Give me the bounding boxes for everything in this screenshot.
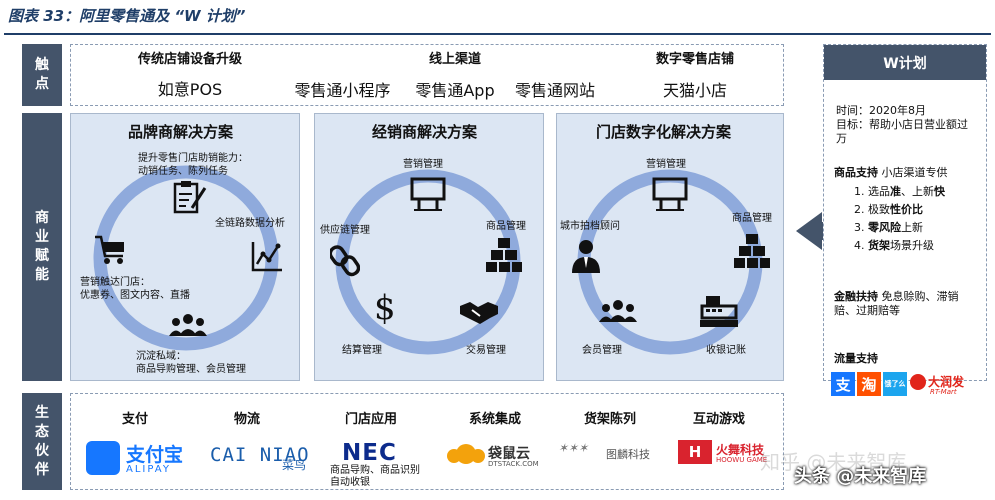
handshake-icon: [460, 302, 498, 324]
wplan-traffic-head: 流量支持: [834, 352, 878, 365]
wplan-product-item-1: 1. 选品准、上新快: [854, 185, 945, 198]
channel-head-digital: 数字零售店铺: [655, 52, 734, 67]
brand-label-bottom-1: 沉淀私域：: [136, 351, 186, 362]
distributor-label-left: 供应链管理: [320, 225, 370, 236]
tulin-logo-cn: 图麟科技: [606, 448, 650, 461]
alipay-small-logo: 支: [831, 372, 855, 396]
cainiao-logo-cn: 菜鸟: [282, 458, 307, 472]
brand-label-top-1: 提升零售门店助销能力：: [138, 153, 248, 164]
chain-link-icon: [330, 245, 360, 277]
distributor-label-bottom-right: 交易管理: [466, 345, 506, 356]
task-clipboard-icon: [173, 181, 207, 214]
dtstack-logo-en: DTSTACK.COM: [488, 460, 539, 468]
eleme-small-logo: 饿了么: [883, 372, 907, 396]
wplan-product-item-2: 2. 极致性价比: [854, 203, 923, 216]
wplan-product-item-3: 3. 零风险上新: [854, 221, 923, 234]
eco-head-shelf: 货架陈列: [583, 412, 636, 427]
eco-head-logistics: 物流: [233, 412, 260, 427]
eco-row: [70, 393, 784, 490]
wplan-finance: 金融扶持 免息赊购、滞销赔、过期赔等: [834, 290, 959, 317]
nec-caption-1: 商品导购、商品识别: [330, 465, 420, 476]
chart-analytics-icon: [251, 242, 282, 272]
dtstack-logo-icon: [447, 444, 485, 464]
side-label-eco: 生态伙伴: [22, 393, 62, 490]
wplan-product-item-4: 4. 货架场景升级: [854, 239, 934, 252]
touch-row: [70, 44, 784, 106]
channel-item-website: 零售通网站: [514, 81, 595, 100]
store-label-bottom-right: 收银记账: [706, 345, 746, 356]
boxes-stack-icon: [486, 238, 522, 272]
huowu-logo-cn: 火舞科技: [716, 443, 765, 457]
brand-label-left-1: 营销触达门店：: [80, 277, 150, 288]
brand-label-bottom-2: 商品导购管理、会员管理: [136, 364, 246, 375]
channel-item-tmall-store: 天猫小店: [662, 81, 727, 100]
huowu-logo-icon: H: [678, 440, 712, 464]
ring-brand: [93, 165, 279, 351]
wplan-product: 商品支持 小店渠道专供: [834, 166, 948, 179]
shopping-cart-icon: [95, 235, 124, 264]
eco-head-integration: 系统集成: [468, 412, 521, 427]
dollar-icon: $: [374, 288, 396, 328]
brand-label-left-2: 优惠券、图文内容、直播: [80, 290, 190, 301]
billboard-icon-store: [652, 177, 688, 211]
distributor-label-bottom-left: 结算管理: [342, 345, 382, 356]
wplan-title: W计划: [824, 45, 986, 80]
eco-head-pay: 支付: [121, 412, 148, 427]
distributor-title: 经销商解决方案: [372, 123, 478, 141]
wplan-time: 时间：2020年8月: [836, 104, 926, 117]
brand-label-top-2: 动销任务、陈列任务: [138, 166, 228, 177]
store-label-right: 商品管理: [732, 213, 772, 224]
brand-title: 品牌商解决方案: [128, 123, 234, 141]
distributor-label-top: 营销管理: [403, 159, 443, 170]
alipay-logo-cn: 支付宝: [126, 444, 184, 466]
alipay-logo-en: ALIPAY: [126, 464, 171, 475]
side-label-touch: 触点: [22, 44, 62, 106]
figure-title: 图表 33：阿里零售通及 “W 计划”: [8, 7, 246, 25]
users-group-icon: [169, 314, 207, 336]
channel-item-miniprogram: 零售通小程序: [294, 81, 391, 100]
huowu-logo-en: HOOWU GAME: [716, 456, 768, 464]
channel-head-online: 线上渠道: [428, 52, 481, 67]
brand-label-right: 全链路数据分析: [215, 218, 285, 229]
channel-item-app: 零售通App: [415, 81, 495, 100]
store-title: 门店数字化解决方案: [596, 123, 732, 141]
nec-caption-2: 自动收银: [330, 477, 370, 488]
channel-item-pos: 如意POS: [157, 80, 223, 99]
rtmart-logo-cn: 大润发: [928, 375, 965, 389]
cash-register-icon: [700, 296, 738, 327]
tulin-logo-icon: ✶✶✶: [558, 441, 589, 455]
store-label-top: 营销管理: [646, 159, 686, 170]
alipay-logo-icon: [86, 441, 120, 475]
watermark-toutiao: 头条 @未来智库: [794, 466, 927, 487]
arrow-left-icon: [796, 212, 834, 250]
wplan-panel: [823, 44, 987, 381]
eco-head-store-app: 门店应用: [344, 412, 397, 427]
wplan-goal: 目标：帮助小店日营业额过万: [836, 118, 968, 145]
watermark-zhihu: 知乎 @未来智库: [760, 450, 907, 474]
store-label-bottom-left: 会员管理: [582, 345, 622, 356]
cainiao-logo-en: CAI NIAO: [210, 444, 310, 466]
dtstack-logo-cn: 袋鼠云: [488, 446, 530, 462]
store-label-left: 城市拍档顾问: [560, 221, 620, 232]
boxes-stack-icon-store: [734, 234, 770, 268]
channel-head-pos: 传统店铺设备升级: [137, 52, 242, 67]
distributor-label-right: 商品管理: [486, 221, 526, 232]
side-label-empower: 商业赋能: [22, 113, 62, 381]
billboard-icon: [410, 177, 446, 211]
title-rule: [4, 33, 991, 35]
nec-logo: NEC: [342, 440, 397, 466]
advisor-person-icon: [572, 240, 600, 273]
eco-head-game: 互动游戏: [692, 412, 745, 427]
rtmart-logo-en: RT-Mart: [930, 388, 957, 396]
members-group-icon: [599, 300, 637, 322]
taobao-small-logo: 淘: [857, 372, 881, 396]
rtmart-logo-icon: [910, 374, 926, 390]
